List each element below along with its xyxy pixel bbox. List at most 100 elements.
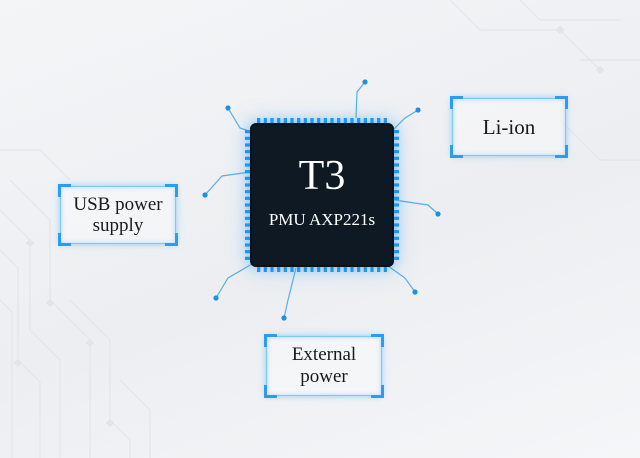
chip-pin [392,183,399,187]
chip-pin [245,203,252,207]
chip-pin [277,118,281,125]
chip-pin [392,196,399,200]
corner-bracket [555,145,568,158]
corner-bracket [58,184,71,197]
chip-pin [357,265,361,272]
chip-pin [392,143,399,147]
chip-pin [392,256,399,260]
chip-pin [290,265,294,272]
chip-pin [392,243,399,247]
chip-pin [392,130,399,134]
trace-top-left [227,107,253,133]
chip-pin [245,136,252,140]
corner-bracket [371,334,384,347]
chip-pin [257,265,261,272]
chip-pin [330,118,334,125]
chip-pin [245,150,252,154]
chip-pin [310,118,314,125]
chip-pin [370,118,374,125]
chip-pin [337,118,341,125]
chip-pin [392,223,399,227]
trace-right [393,199,439,215]
chip-pin [343,265,347,272]
chip-pin [377,265,381,272]
corner-bracket [371,385,384,398]
chip-pin [245,236,252,240]
external-power-label-box: External power [264,334,384,398]
chip-pin [317,118,321,125]
chip-pin [245,216,252,220]
trace-bottom-right [387,265,416,293]
chip-pin [383,118,387,125]
chip-pin [263,265,267,272]
corner-bracket [165,233,178,246]
chip-pin [392,210,399,214]
chip-pin [263,118,267,125]
corner-bracket [264,385,277,398]
usb-label-line1: USB power [73,194,163,215]
chip-pin [363,265,367,272]
chip-pin [245,156,252,160]
chip-pin [283,265,287,272]
chip-pin [392,250,399,254]
chip-pin [245,223,252,227]
chip-pin [245,130,252,134]
chip-pin [392,136,399,140]
chip-pin [323,118,327,125]
chip-pin [290,118,294,125]
corner-bracket [58,233,71,246]
chip-pin [245,250,252,254]
chip-pin [245,176,252,180]
chip-pin [283,118,287,125]
chip-pin [317,265,321,272]
chip-pin [245,143,252,147]
chip-pin [392,150,399,154]
chip-pin [392,156,399,160]
chip-pin [343,118,347,125]
trace-left [204,171,251,196]
chip-pin [350,118,354,125]
pmu-chip: T3 PMU AXP221s [252,125,392,265]
chip-pin [297,118,301,125]
chip-pin [303,265,307,272]
chip-pin [310,265,314,272]
chip-pin [245,170,252,174]
chip-pin [245,230,252,234]
chip-pin [245,163,252,167]
chip-pin [392,230,399,234]
chip-pin [245,243,252,247]
trace-top-right [392,109,419,131]
li-ion-label: Li-ion [482,114,536,139]
chip-pin [392,216,399,220]
chip-pin [392,176,399,180]
chip-pin [245,183,252,187]
chip-pin [370,265,374,272]
chip-pin [245,210,252,214]
trace-endpoints [202,79,441,321]
chip-pin [297,265,301,272]
chip-pin [270,265,274,272]
trace-bottom [283,267,297,319]
chip-pin [392,170,399,174]
chip-pin [245,190,252,194]
chip-pins [245,118,399,272]
corner-bracket [450,145,463,158]
chip-pin [377,118,381,125]
chip-pin [257,118,261,125]
chip-pin [392,203,399,207]
li-ion-label-box: Li-ion [450,96,568,158]
trace-bottom-left [215,263,253,299]
external-label-line1: External [291,344,357,365]
usb-power-supply-label-box: USB power supply [58,184,178,246]
chip-pin [330,265,334,272]
corner-bracket [450,96,463,109]
external-label-line2: power [300,366,348,387]
chip-pin [323,265,327,272]
chip-pin [245,196,252,200]
chip-pin [392,163,399,167]
chip-pin [363,118,367,125]
chip-connection-traces [204,81,439,319]
chip-pin [383,265,387,272]
